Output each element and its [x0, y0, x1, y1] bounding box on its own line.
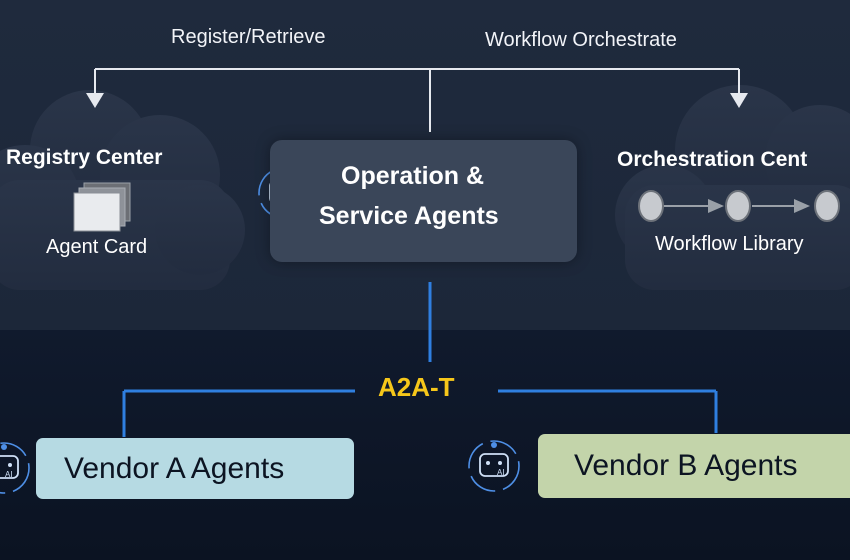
operation-title-line2: Service Agents: [319, 202, 499, 230]
operation-service-agents-box: [270, 140, 577, 262]
workflow-node: [814, 190, 840, 222]
workflow-library-icon: [638, 190, 840, 222]
vendor-a-agents-box: Vendor A Agents: [36, 438, 354, 499]
ai-robot-icon-vendor-b: AI: [468, 440, 520, 492]
svg-text:AI: AI: [497, 468, 505, 477]
ai-robot-icon-vendor-a: AI: [0, 442, 30, 494]
workflow-node: [638, 190, 664, 222]
orchestration-cloud-shape: [615, 85, 850, 290]
arrow-down-left-icon: [86, 93, 104, 108]
svg-text:AI: AI: [5, 470, 13, 479]
workflow-orchestrate-label: Workflow Orchestrate: [485, 29, 677, 51]
operation-title-line1: Operation &: [341, 162, 485, 190]
agent-card-icon: [73, 182, 131, 232]
registry-center-title: Registry Center: [6, 146, 163, 169]
register-retrieve-label: Register/Retrieve: [171, 26, 326, 48]
workflow-library-label: Workflow Library: [655, 233, 804, 255]
vendor-b-agents-box: Vendor B Agents: [538, 434, 850, 498]
workflow-node: [725, 190, 751, 222]
a2a-t-protocol-label: A2A-T: [378, 372, 455, 402]
arrow-down-right-icon: [730, 93, 748, 108]
vendor-b-agents-label: Vendor B Agents: [574, 449, 798, 482]
registry-cloud-shape: [0, 90, 245, 290]
a2a-connector: [122, 282, 718, 437]
agent-card-label: Agent Card: [46, 236, 148, 258]
orchestration-center-title: Orchestration Cent: [617, 148, 808, 171]
top-connector: [94, 68, 740, 132]
vendor-a-agents-label: Vendor A Agents: [64, 451, 285, 485]
